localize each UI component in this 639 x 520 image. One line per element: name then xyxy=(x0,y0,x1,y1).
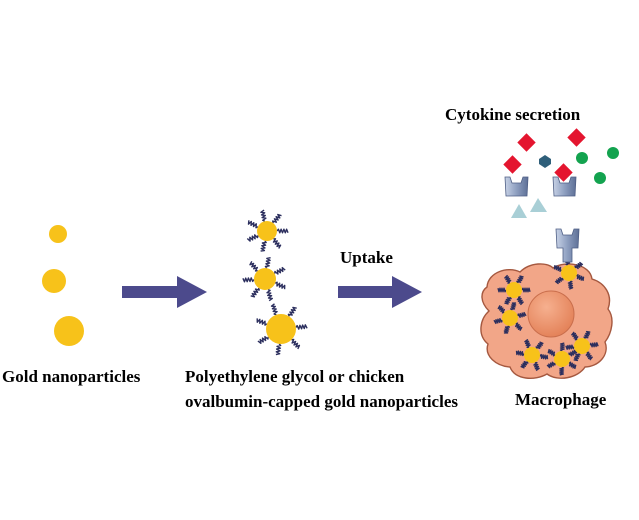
ligand-chain xyxy=(559,342,565,352)
ligand-chain xyxy=(510,302,517,311)
cytokine-green-dot xyxy=(576,152,588,164)
capped-nanoparticles-label: Polyethylene glycol or chicken ovalbumin… xyxy=(185,367,458,413)
internalized-nanoparticle xyxy=(554,351,570,367)
ligand-chain xyxy=(256,318,268,326)
ligand-chain xyxy=(266,288,273,302)
ligand-chain xyxy=(242,277,255,283)
internalized-nanoparticle xyxy=(524,347,540,363)
ligand-chain xyxy=(516,296,524,306)
macrophage-label: Macrophage xyxy=(515,390,607,409)
ligand-chain xyxy=(497,304,505,314)
ligand-chain xyxy=(573,352,581,362)
ligand-chain xyxy=(516,275,524,284)
ligand-chain xyxy=(274,266,286,275)
ligand-chain xyxy=(275,343,282,356)
ligand-chain xyxy=(270,303,278,316)
ligand-chain xyxy=(272,238,282,249)
cytokine-red-diamond xyxy=(567,128,586,147)
ligand-chain xyxy=(553,265,563,272)
ligand-chain xyxy=(565,344,575,350)
cytokine-triangle xyxy=(511,204,527,218)
ligand-chain xyxy=(497,287,507,293)
capped-nanoparticles xyxy=(242,209,308,356)
ligand-chain xyxy=(246,234,259,242)
macrophage xyxy=(480,228,613,379)
ligand-chain xyxy=(515,322,523,332)
gold-nanoparticle-medium xyxy=(42,269,66,293)
ligand-chain xyxy=(272,213,282,224)
ligand-chain xyxy=(504,296,512,305)
cytokine-triangle xyxy=(530,198,547,212)
ligand-chain xyxy=(274,281,286,290)
ligand-chain xyxy=(503,325,510,334)
cytokine-green-dot xyxy=(594,172,606,184)
ligand-chain xyxy=(515,350,525,357)
ligand-chain xyxy=(257,336,269,344)
gold-nanoparticle-large xyxy=(54,316,84,346)
ligand-chain xyxy=(575,274,585,281)
ligand-chain xyxy=(567,280,574,290)
bare-nanoparticles xyxy=(42,225,84,346)
ligand-chain xyxy=(524,338,531,349)
arrow-1 xyxy=(122,276,207,308)
ligand-chain xyxy=(260,240,267,252)
ligand-chain xyxy=(250,287,260,298)
ligand-shell xyxy=(242,209,308,356)
macrophage-nucleus xyxy=(527,290,575,338)
ligand-chain xyxy=(520,360,529,369)
cytokine-green-dot xyxy=(607,147,619,159)
cytokine-red-diamond xyxy=(517,133,536,152)
cytokine-red-diamond xyxy=(503,155,522,174)
ligand-chain xyxy=(568,361,577,370)
gold-nanoparticle-small xyxy=(49,225,67,243)
ligand-chain xyxy=(589,342,599,348)
ligand-chain xyxy=(585,351,593,361)
capped-label-line2: ovalbumin-capped gold nanoparticles xyxy=(185,392,458,412)
capped-nanoparticle-medium xyxy=(254,268,276,290)
ligand-chain xyxy=(535,341,544,350)
ligand-chain xyxy=(521,287,531,293)
ligand-chain xyxy=(264,257,271,269)
ligand-chain xyxy=(533,361,540,372)
capped-nanoparticle-large xyxy=(266,314,296,344)
ligand-chain xyxy=(539,353,549,360)
cytokine-hexagon xyxy=(539,155,551,168)
arrow-2 xyxy=(338,276,422,308)
cytokine-red-diamond xyxy=(554,163,573,182)
uptake-label: Uptake xyxy=(340,248,393,267)
capped-label-line1: Polyethylene glycol or chicken xyxy=(185,367,405,386)
internalized-nanoparticle xyxy=(561,265,577,281)
ligand-chain xyxy=(287,306,297,317)
gold-nanoparticles-label: Gold nanoparticles xyxy=(2,367,141,386)
receptor-right xyxy=(552,176,577,197)
receptor-left xyxy=(504,176,529,197)
internalized-nanoparticle xyxy=(502,310,518,326)
ligand-chain xyxy=(517,311,527,318)
ligand-chain xyxy=(583,330,591,340)
cytokines xyxy=(503,128,619,218)
ligand-chain xyxy=(568,349,578,357)
ligand-chain xyxy=(493,318,503,325)
ligand-chain xyxy=(554,276,564,285)
ligand-chain xyxy=(504,274,512,284)
ligand-chain xyxy=(260,209,267,222)
receptors xyxy=(504,176,577,197)
ligand-chain xyxy=(291,338,301,350)
ligand-chain xyxy=(276,228,289,234)
ligand-chain xyxy=(559,366,565,376)
capped-nanoparticle-small xyxy=(257,221,277,241)
ligand-chain xyxy=(247,220,259,229)
internalized-nanoparticle xyxy=(506,282,522,298)
surface-receptor xyxy=(555,228,580,263)
ligand-chain xyxy=(574,261,584,270)
ligand-chain xyxy=(295,324,308,330)
ligand-chain xyxy=(547,348,556,357)
ligand-chain xyxy=(571,331,579,341)
internalized-nanoparticle xyxy=(574,338,590,354)
ligand-chain xyxy=(546,361,556,369)
cytokine-secretion-label: Cytokine secretion xyxy=(445,105,581,124)
ligand-chain xyxy=(249,260,258,272)
